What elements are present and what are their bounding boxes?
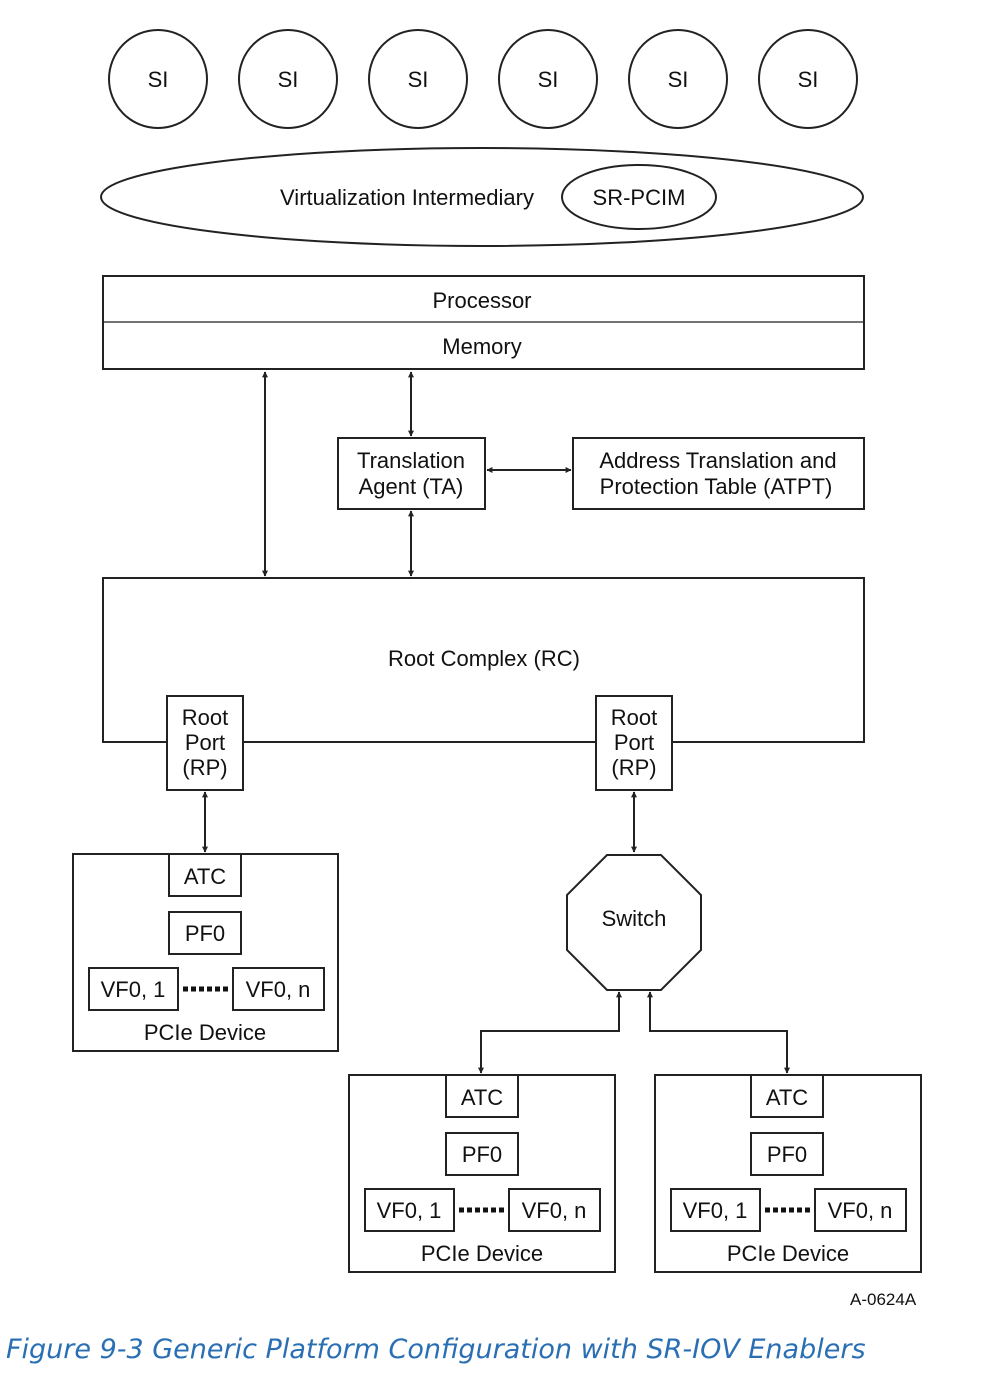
atc-box bbox=[750, 1074, 824, 1118]
root-port-label-line1: Root bbox=[182, 705, 228, 730]
vf-last-label: VF0, n bbox=[246, 977, 311, 1002]
system-image-label: SI bbox=[408, 67, 429, 92]
vf-first-box bbox=[88, 967, 179, 1011]
pf0-box bbox=[750, 1132, 824, 1176]
root-port-label-line2: Port bbox=[614, 730, 654, 755]
root-port-label-line3: (RP) bbox=[182, 755, 227, 780]
pcie-device-label: PCIe Device bbox=[144, 1020, 266, 1045]
vf-first-box bbox=[670, 1188, 761, 1232]
vf-last-box bbox=[232, 967, 325, 1011]
processor-memory-block: Processor Memory bbox=[102, 275, 865, 370]
atpt-label-line2: Protection Table (ATPT) bbox=[600, 474, 833, 499]
memory-label: Memory bbox=[442, 334, 521, 359]
pf0-box bbox=[445, 1132, 519, 1176]
figure-caption: Figure 9-3 Generic Platform Configuratio… bbox=[6, 1334, 866, 1365]
pcie-device: ATC PF0 VF0, 1 VF0, n PCIe Device bbox=[72, 853, 339, 1052]
sr-pcim: SR-PCIM bbox=[561, 164, 717, 230]
system-image-row: SI SI SI SI SI SI bbox=[108, 29, 858, 129]
pf0-label: PF0 bbox=[767, 1142, 807, 1167]
pf0-label: PF0 bbox=[462, 1142, 502, 1167]
system-image: SI bbox=[628, 29, 728, 129]
switch-device-right-arrow bbox=[647, 991, 790, 1074]
system-image: SI bbox=[368, 29, 468, 129]
system-image: SI bbox=[498, 29, 598, 129]
root-complex-label: Root Complex (RC) bbox=[388, 646, 580, 671]
vf-last-box bbox=[508, 1188, 601, 1232]
virtualization-intermediary-label: Virtualization Intermediary bbox=[280, 185, 534, 210]
vf-first-label: VF0, 1 bbox=[377, 1198, 442, 1223]
system-image: SI bbox=[758, 29, 858, 129]
vf-first-label: VF0, 1 bbox=[683, 1198, 748, 1223]
atc-label: ATC bbox=[461, 1085, 503, 1110]
vf-last-label: VF0, n bbox=[828, 1198, 893, 1223]
system-image: SI bbox=[108, 29, 208, 129]
sr-pcim-label: SR-PCIM bbox=[593, 185, 686, 210]
root-port-label-line1: Root bbox=[611, 705, 657, 730]
translation-agent-label-line1: Translation bbox=[357, 448, 465, 473]
system-image-label: SI bbox=[798, 67, 819, 92]
root-port-left: Root Port (RP) bbox=[166, 695, 244, 791]
translation-agent: Translation Agent (TA) bbox=[337, 437, 486, 510]
pcie-device-label: PCIe Device bbox=[421, 1241, 543, 1266]
atc-box bbox=[168, 853, 242, 897]
switch: Switch bbox=[566, 854, 702, 991]
vf-last-box bbox=[814, 1188, 907, 1232]
atc-label: ATC bbox=[766, 1085, 808, 1110]
virtualization-intermediary: Virtualization Intermediary SR-PCIM bbox=[100, 147, 864, 247]
vf-first-label: VF0, 1 bbox=[101, 977, 166, 1002]
figure-id: A-0624A bbox=[850, 1290, 917, 1309]
root-port-label-line2: Port bbox=[185, 730, 225, 755]
system-image-label: SI bbox=[148, 67, 169, 92]
vf-first-box bbox=[364, 1188, 455, 1232]
pf0-box bbox=[168, 911, 242, 955]
pcie-device: ATC PF0 VF0, 1 VF0, n PCIe Device bbox=[654, 1074, 922, 1273]
system-image-label: SI bbox=[278, 67, 299, 92]
switch-device-left-arrow bbox=[478, 991, 622, 1074]
atpt-label-line1: Address Translation and bbox=[599, 448, 836, 473]
pcie-device: ATC PF0 VF0, 1 VF0, n PCIe Device bbox=[348, 1074, 616, 1273]
processor-label: Processor bbox=[432, 288, 531, 313]
switch-label: Switch bbox=[602, 906, 667, 931]
pf0-label: PF0 bbox=[185, 921, 225, 946]
pcie-device-label: PCIe Device bbox=[727, 1241, 849, 1266]
translation-agent-label-line2: Agent (TA) bbox=[359, 474, 464, 499]
system-image-label: SI bbox=[538, 67, 559, 92]
root-port-label-line3: (RP) bbox=[611, 755, 656, 780]
atc-box bbox=[445, 1074, 519, 1118]
atpt: Address Translation and Protection Table… bbox=[572, 437, 865, 510]
root-port-right: Root Port (RP) bbox=[595, 695, 673, 791]
vf-last-label: VF0, n bbox=[522, 1198, 587, 1223]
atc-label: ATC bbox=[184, 864, 226, 889]
system-image: SI bbox=[238, 29, 338, 129]
system-image-label: SI bbox=[668, 67, 689, 92]
